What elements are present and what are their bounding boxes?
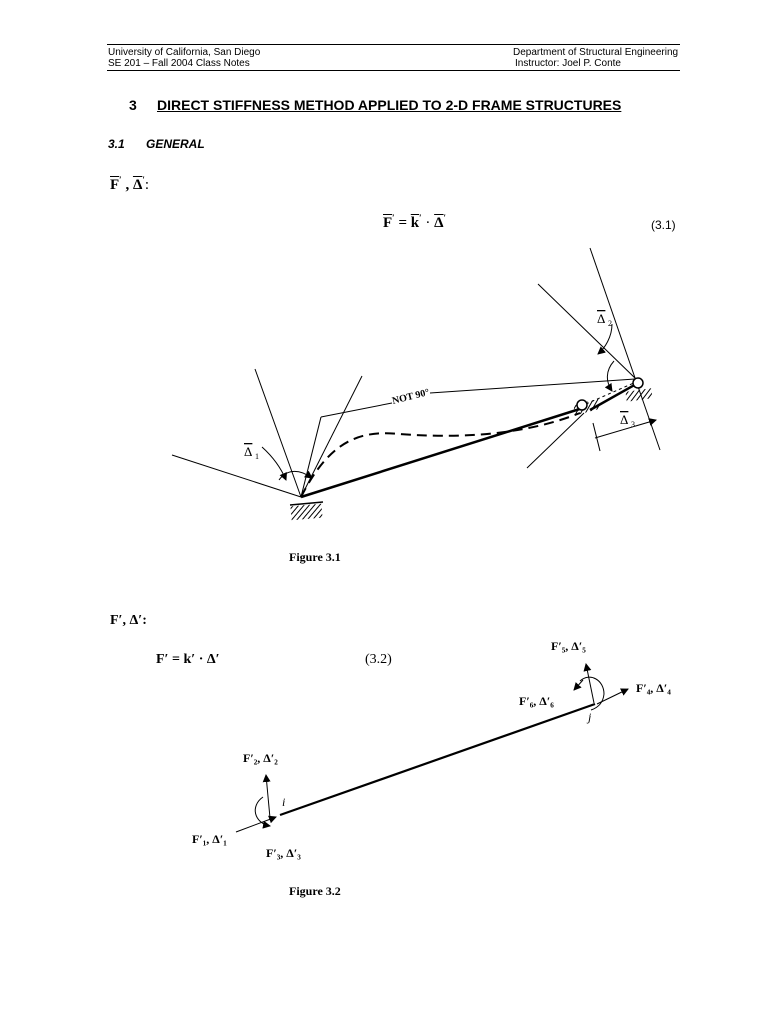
label-delta1: Δ [244,444,252,459]
global-variables-line: F′ , Δ′: [110,175,150,193]
label-f3: F′₃, Δ′₃ [266,846,301,860]
global-colon: : [144,177,150,193]
left-fixed-support [290,503,323,521]
angle-arc-d1 [261,446,287,481]
right-hinge-displaced [576,399,588,411]
right-ref-line-c [526,412,585,469]
angle-arc-right-rot [604,360,615,392]
section-number: 3.1 [108,137,125,151]
node-i-label: i [282,795,285,809]
header-course: SE 201 – Fall 2004 Class Notes [108,58,250,69]
eq1-force: F [383,215,393,231]
eq1-equals: = [398,215,408,231]
chapter-title: DIRECT STIFFNESS METHOD APPLIED TO 2-D F… [157,97,622,113]
label-delta3: Δ [620,412,628,427]
equation-3-2-number: (3.2) [365,652,392,667]
eq1-dot: · [425,215,431,231]
right-roller-support [625,388,653,402]
left-rotated-line [300,416,322,498]
arrow-f1 [235,815,277,833]
section-title: GENERAL [146,137,205,151]
header-instructor: Instructor: Joel P. Conte [515,58,621,69]
label-f2: F′₂, Δ′₂ [243,751,278,765]
equation-3-1: F′ = k′ · Δ′ [383,213,447,231]
arrow-f2 [262,774,271,819]
eq1-displacement: Δ [434,215,444,231]
global-force-symbol: F [110,177,120,193]
not-90-leader-left [320,402,393,418]
d3-arrow [594,418,657,439]
arrow-f5 [583,663,595,704]
d3-ext-line [592,422,601,452]
right-hinge-original [632,377,644,389]
header-department: Department of Structural Engineering [513,47,679,58]
eq1-stiffness: k [410,215,420,231]
right-ref-line-a [537,283,637,380]
arrow-f6-head [573,679,584,691]
header-university: University of California, San Diego [108,47,261,58]
global-displacement-symbol: Δ [132,177,143,193]
frame-member-undeformed [300,405,587,499]
label-delta2-sub: 2 [608,319,612,328]
label-f5: F′₅, Δ′₅ [551,639,586,653]
node-j-label: j [586,710,592,724]
local-variables-line: F′, Δ′: [110,613,147,628]
global-comma: , [125,177,130,193]
chapter-number: 3 [129,97,137,113]
frame-element [279,702,596,817]
arc-f6-moment [579,676,605,711]
header-bottom-rule [107,70,680,71]
angle-arc-left-rot [278,470,313,481]
angle-arc-d2 [597,323,613,355]
label-f6: F′₆, Δ′₆ [519,694,554,708]
not-90-leader-right [429,378,636,394]
label-f4: F′₄, Δ′₄ [636,681,671,695]
left-support-base [289,501,324,506]
label-delta1-sub: 1 [255,452,259,461]
figure-3-1-caption: Figure 3.1 [289,550,341,564]
label-delta2: Δ [597,311,605,326]
label-f1: F′₁, Δ′₁ [192,832,227,846]
right-ref-line-b [589,247,661,451]
equation-3-1-number: (3.1) [651,218,676,232]
left-ref-line-b [254,368,302,498]
header-top-rule [107,44,680,45]
equation-3-2: F′ = k′ · Δ′ [156,652,220,667]
label-delta3-sub: 3 [631,420,635,429]
arrow-f3-moment [254,796,271,829]
deformed-shape [300,412,581,498]
left-ref-line-a [171,454,302,498]
figure-3-2-caption: Figure 3.2 [289,884,341,898]
